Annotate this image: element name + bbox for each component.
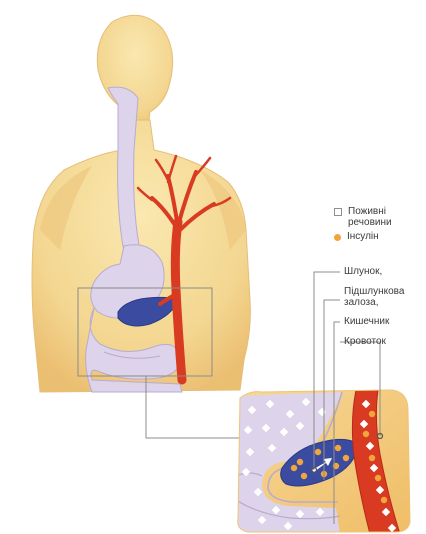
- insulin-particle: [301, 473, 307, 479]
- insulin-particle: [381, 497, 387, 503]
- legend-nutrients: Поживні речовини: [334, 206, 392, 228]
- insulin-particle: [291, 465, 297, 471]
- legend-insulin-label: Інсулін: [347, 231, 379, 242]
- label-bloodstream: Кровоток: [344, 336, 386, 347]
- insulin-dot-icon: [334, 234, 341, 241]
- insulin-particle: [343, 455, 349, 461]
- label-stomach: Шлунок,: [344, 266, 382, 277]
- insulin-particle: [363, 431, 369, 437]
- label-pancreas: Підшлункова залоза,: [344, 286, 404, 308]
- insulin-particle: [369, 411, 375, 417]
- label-intestine: Кишечник: [344, 316, 389, 327]
- insulin-particle: [375, 475, 381, 481]
- nutrient-square-icon: [334, 208, 342, 216]
- insulin-particle: [315, 449, 321, 455]
- insulin-particle: [335, 445, 341, 451]
- insulin-particle: [297, 459, 303, 465]
- legend-nutrients-label: Поживні речовини: [348, 206, 392, 228]
- legend-insulin: Інсулін: [334, 231, 379, 242]
- insulin-particle: [369, 455, 375, 461]
